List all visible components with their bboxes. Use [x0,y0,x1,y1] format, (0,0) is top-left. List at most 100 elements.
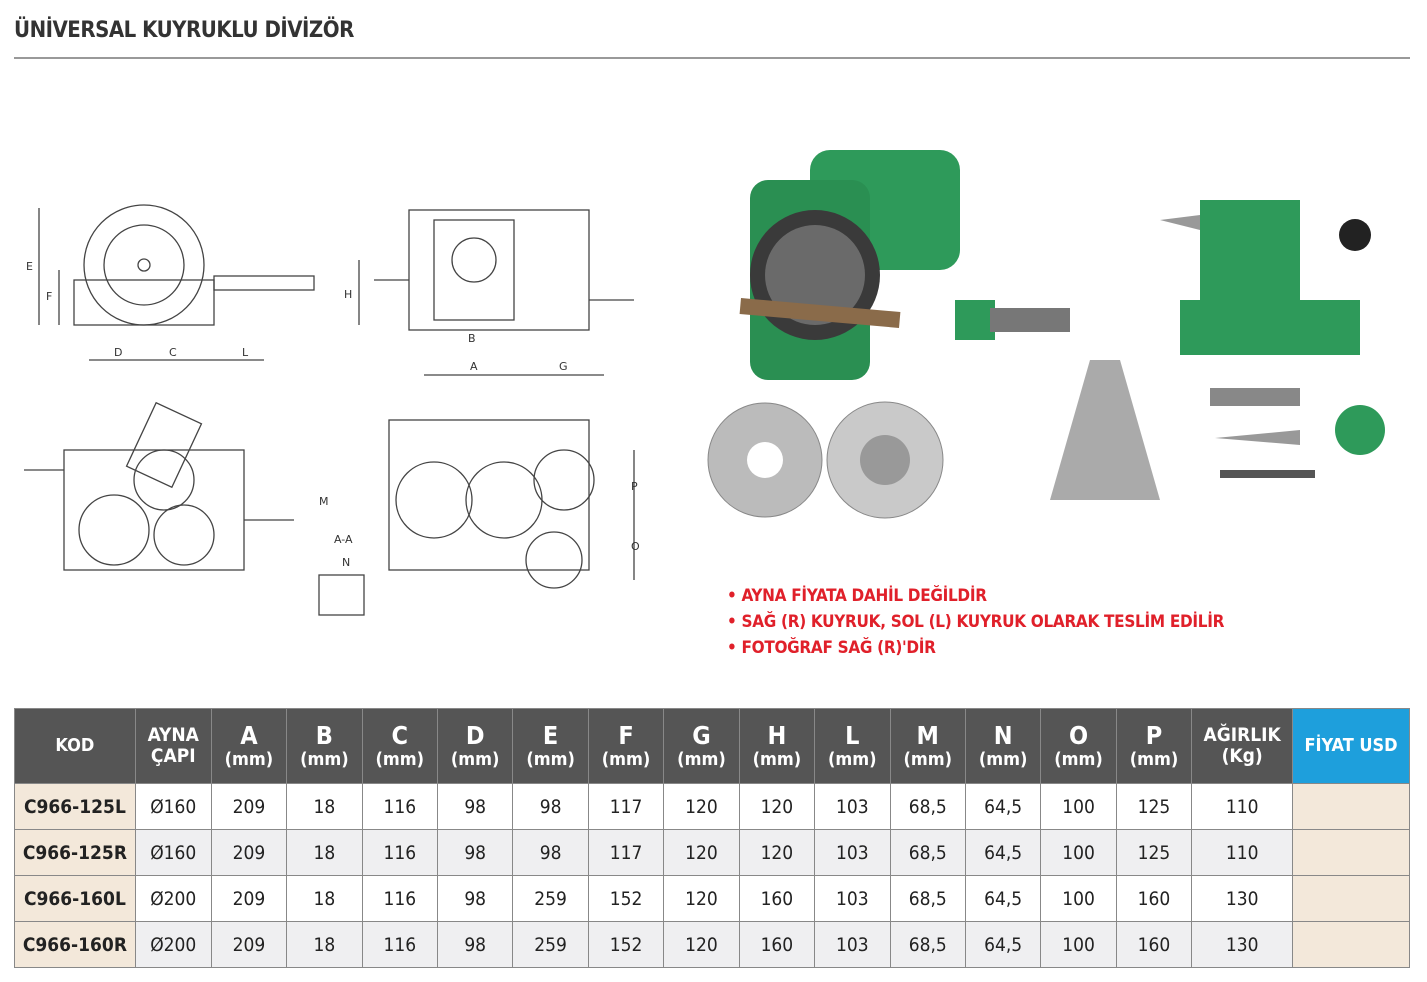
change-gears-photo [1050,360,1160,500]
product-photos [707,150,1385,519]
cell-ayna: Ø200 [134,921,212,968]
cell-l: 103 [814,875,891,922]
index-plate-photo [707,402,823,518]
cell-n: 64,5 [964,875,1042,922]
header-e: E(mm) [512,708,589,784]
side-view-drawing [358,209,634,376]
cell-d: 98 [436,783,514,830]
cell-b: 18 [286,783,363,830]
cell-m: 68,5 [889,921,966,968]
cell-price [1292,921,1410,968]
header-price: FİYAT USD [1292,708,1410,784]
label-e: E [26,260,33,273]
cell-ayna: Ø200 [134,875,212,922]
header-l: L(mm) [814,708,891,784]
cell-weight: 130 [1191,875,1294,922]
cell-m: 68,5 [889,875,966,922]
cell-e: 98 [512,829,589,876]
title-divider [14,57,1410,59]
label-c: C [169,346,177,359]
cell-f: 152 [587,921,665,968]
label-p: P [631,480,638,493]
header-a: A(mm) [210,708,288,784]
header-p: P(mm) [1115,708,1193,784]
header-n: N(mm) [964,708,1042,784]
cell-ayna: Ø160 [134,783,212,830]
header-c: C(mm) [361,708,438,784]
cell-c: 116 [361,875,438,922]
cell-e: 259 [512,921,589,968]
cell-p: 125 [1115,783,1193,830]
cell-a: 209 [210,783,288,830]
cell-l: 103 [814,921,891,968]
cell-p: 160 [1115,921,1193,968]
label-section-aa: A-A [334,533,353,546]
cell-b: 18 [286,921,363,968]
cell-f: 152 [587,875,665,922]
cell-h: 120 [738,783,816,830]
dividing-head-photo [739,150,1070,380]
header-weight: AĞIRLIK(Kg) [1191,708,1294,784]
cell-p: 125 [1115,829,1193,876]
header-b: B(mm) [286,708,363,784]
label-d: D [114,346,122,359]
cell-c: 116 [361,783,438,830]
cell-m: 68,5 [889,783,966,830]
cell-kod: C966-125R [14,829,136,876]
cell-b: 18 [286,829,363,876]
cell-d: 98 [436,875,514,922]
cell-g: 120 [663,829,740,876]
accessories-photo [1210,388,1385,478]
notes-list: AYNA FİYATA DAHİL DEĞİLDİR SAĞ (R) KUYRU… [727,583,1225,661]
note-item: SAĞ (R) KUYRUK, SOL (L) KUYRUK OLARAK TE… [727,609,1225,635]
cell-o: 100 [1040,921,1117,968]
cell-o: 100 [1040,783,1117,830]
cell-ayna: Ø160 [134,829,212,876]
cell-a: 209 [210,921,288,968]
cell-weight: 110 [1191,783,1294,830]
cell-e: 259 [512,875,589,922]
technical-drawings: E F D C L H B A G M P O A-A N [24,204,640,616]
header-g: G(mm) [663,708,740,784]
cell-g: 120 [663,921,740,968]
note-item: FOTOĞRAF SAĞ (R)'DİR [727,635,1224,661]
cell-h: 160 [738,921,816,968]
top-view-drawing [24,401,294,571]
section-view-drawing [318,419,635,616]
label-a: A [470,360,478,373]
label-g: G [559,360,568,373]
cell-g: 120 [663,783,740,830]
cell-price [1292,829,1410,876]
cell-e: 98 [512,783,589,830]
cell-m: 68,5 [889,829,966,876]
header-o: O(mm) [1040,708,1117,784]
note-item: AYNA FİYATA DAHİL DEĞİLDİR [727,583,1224,609]
label-l: L [242,346,249,359]
cell-n: 64,5 [964,921,1042,968]
cell-price [1292,875,1410,922]
cell-d: 98 [436,829,514,876]
cell-n: 64,5 [964,829,1042,876]
cell-o: 100 [1040,875,1117,922]
label-m: M [319,495,329,508]
header-d: D(mm) [436,708,514,784]
cell-weight: 130 [1191,921,1294,968]
header-kod: KOD [14,708,136,784]
header-h: H(mm) [738,708,816,784]
cell-weight: 110 [1191,829,1294,876]
cell-o: 100 [1040,829,1117,876]
header-m: M(mm) [889,708,966,784]
cell-f: 117 [587,783,665,830]
cell-h: 120 [738,829,816,876]
cell-p: 160 [1115,875,1193,922]
page-title: ÜNİVERSAL KUYRUKLU DİVİZÖR [14,18,354,43]
cell-c: 116 [361,829,438,876]
label-f: F [46,290,52,303]
